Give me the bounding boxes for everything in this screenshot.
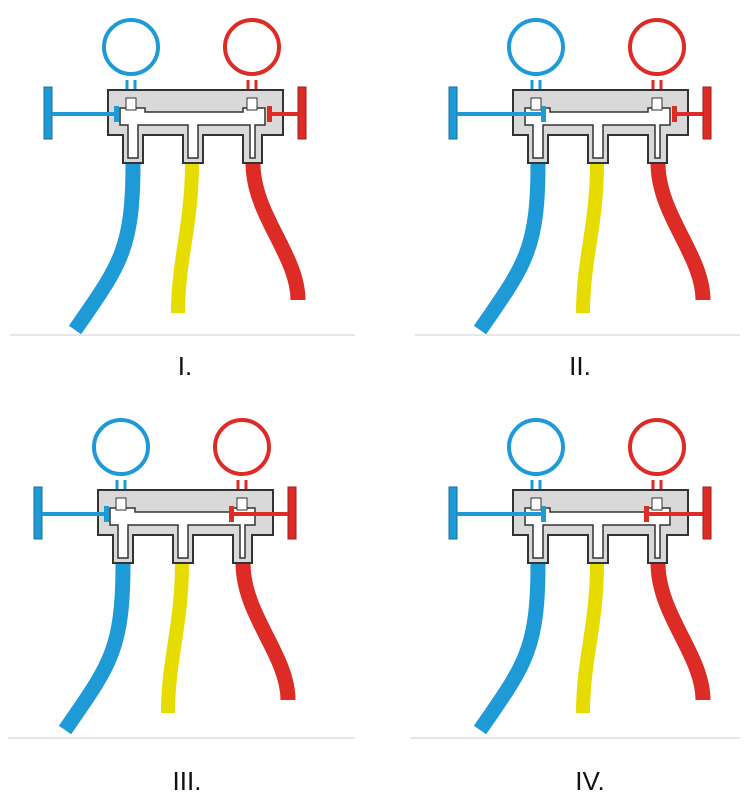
low-pressure-gauge [92, 418, 150, 476]
high-side-valve-seat [672, 106, 677, 122]
low-side-valve-seat [104, 506, 109, 522]
low-side-valve-seat [114, 106, 119, 122]
manifold-panel-1 [10, 18, 355, 336]
service-hose [161, 562, 189, 714]
internal-passage [524, 107, 671, 159]
low-pressure-gauge [507, 18, 565, 76]
low-side-valve-handle [448, 486, 458, 540]
panel-label: III. [173, 766, 202, 796]
high-side-valve-seat [229, 506, 234, 522]
high-gauge-port [246, 97, 258, 111]
low-side-hose [68, 162, 141, 335]
manifold-panel-4 [410, 418, 740, 739]
low-side-valve-handle [33, 486, 43, 540]
high-side-valve-stem [673, 112, 703, 116]
high-side-valve-handle [702, 486, 712, 540]
high-gauge-port [651, 97, 663, 111]
service-hose [576, 162, 604, 314]
low-side-hose [473, 562, 546, 735]
high-pressure-gauge [213, 418, 271, 476]
service-hose [576, 562, 604, 714]
manifold-panel-3 [8, 418, 355, 739]
low-side-valve-seat [541, 506, 546, 522]
internal-passage [119, 107, 266, 159]
low-side-valve-stem [457, 512, 545, 516]
panel-label: II. [569, 351, 591, 381]
high-side-valve-seat [267, 106, 272, 122]
low-side-valve-stem [457, 112, 545, 116]
low-gauge-port [115, 497, 127, 511]
service-hose [171, 162, 199, 314]
panel-label: I. [178, 351, 192, 381]
high-side-hose [245, 162, 306, 301]
low-side-hose [473, 162, 546, 335]
high-side-valve-handle [702, 86, 712, 140]
manifold-panel-2 [415, 18, 740, 336]
low-gauge-port [530, 497, 542, 511]
low-side-hose [58, 562, 131, 735]
low-side-valve-handle [448, 86, 458, 140]
low-side-valve-seat [541, 106, 546, 122]
high-pressure-gauge [223, 18, 281, 76]
high-gauge-port [651, 497, 663, 511]
high-side-valve-seat [644, 506, 649, 522]
low-side-valve-stem [52, 112, 118, 116]
high-pressure-gauge [628, 418, 686, 476]
high-side-hose [650, 562, 711, 701]
high-pressure-gauge [628, 18, 686, 76]
high-side-valve-stem [230, 512, 288, 516]
low-pressure-gauge [507, 418, 565, 476]
high-gauge-port [236, 497, 248, 511]
high-side-valve-handle [287, 486, 297, 540]
low-side-valve-handle [43, 86, 53, 140]
high-side-valve-stem [268, 112, 298, 116]
low-side-valve-stem [42, 512, 108, 516]
high-side-hose [650, 162, 711, 301]
high-side-valve-handle [297, 86, 307, 140]
low-gauge-port [125, 97, 137, 111]
low-gauge-port [530, 97, 542, 111]
low-pressure-gauge [102, 18, 160, 76]
high-side-valve-stem [645, 512, 703, 516]
high-side-hose [235, 562, 296, 701]
panel-label: IV. [575, 766, 604, 796]
